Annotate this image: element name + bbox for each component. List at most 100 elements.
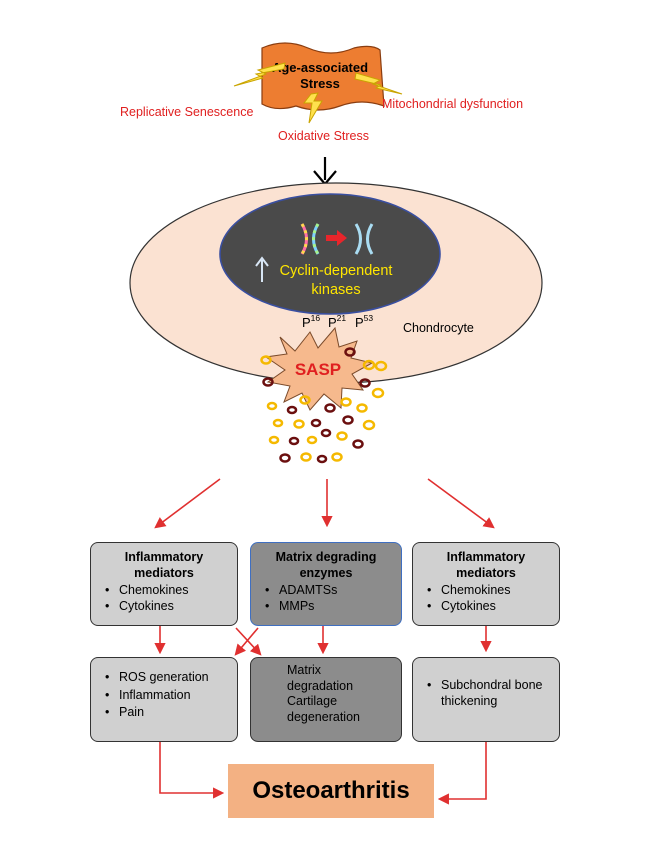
list-item: Chemokines — [103, 583, 229, 599]
box-title-line2: mediators — [134, 565, 194, 580]
particle-gold — [266, 401, 278, 411]
stress-to-cell-arrow — [313, 157, 337, 186]
marker-p53: P53 — [355, 313, 373, 330]
particle-dark — [324, 403, 336, 413]
box-title-line1: Inflammatory — [446, 550, 526, 564]
particle-gold — [371, 387, 385, 399]
box-list: Subchondral bone thickening — [421, 678, 551, 709]
cell-nucleus — [219, 193, 441, 315]
lightning-bolt-icon — [233, 62, 286, 87]
sasp-group: SASP — [264, 326, 374, 411]
sasp-label: SASP — [295, 360, 341, 379]
arrow-to-left — [154, 478, 221, 529]
box-list: Chemokines Cytokines — [99, 583, 229, 614]
marker-p53-base: P — [355, 315, 364, 330]
box-inflammatory-mediators-left: Inflammatory mediators Chemokines Cytoki… — [90, 542, 238, 626]
list-item: ROS generation — [103, 670, 229, 686]
arrow-left-to-outcome — [159, 742, 225, 799]
sasp-particles — [260, 347, 388, 464]
particle-gold — [340, 397, 352, 407]
particle-dark — [262, 377, 274, 387]
replication-arrow-icon — [326, 230, 347, 246]
box-inflammatory-mediators-right: Inflammatory mediators Chemokines Cytoki… — [412, 542, 560, 626]
particle-gold — [260, 355, 272, 365]
lightning-bolt-icon — [302, 92, 323, 124]
box-matrix-degradation: Matrix degradation Cartilage degeneratio… — [250, 657, 402, 742]
box-title-line2: mediators — [456, 565, 516, 580]
list-item: Pain — [103, 705, 229, 721]
text-line: degeneration — [287, 709, 360, 724]
marker-p16-sup: 16 — [311, 313, 321, 323]
particle-dark — [316, 454, 328, 464]
arrow-cross-to-left — [234, 627, 259, 656]
particle-gold — [293, 419, 305, 429]
particle-dark — [286, 405, 298, 415]
chromosome-icon — [354, 223, 374, 255]
particle-dark — [352, 439, 364, 449]
stress-group: Age-associated Stress Replicative Senesc… — [120, 42, 523, 143]
arrow-to-right — [427, 478, 495, 529]
arrow-right-to-outcome — [437, 742, 487, 805]
box-title-line1: Matrix degrading — [275, 550, 377, 564]
nucleus-text-line2: kinases — [311, 282, 360, 298]
particle-dark — [279, 453, 291, 463]
box-list: ROS generation Inflammation Pain — [99, 670, 229, 721]
box-subchondral-bone: Subchondral bone thickening — [412, 657, 560, 742]
particle-gold — [362, 359, 376, 371]
box-matrix-degrading-enzymes: Matrix degrading enzymes ADAMTSs MMPs — [250, 542, 402, 626]
sasp-starburst — [264, 326, 374, 411]
particle-dark — [310, 418, 322, 428]
particle-gold — [300, 452, 312, 462]
particle-gold — [306, 435, 318, 445]
particle-gold — [272, 418, 284, 428]
cause-mitochondrial-dysfunction: Mitochondrial dysfunction — [382, 97, 523, 111]
particle-gold — [331, 452, 343, 462]
box-ros-inflammation-pain: ROS generation Inflammation Pain — [90, 657, 238, 742]
up-arrow-icon — [255, 256, 269, 282]
cause-oxidative-stress: Oxidative Stress — [278, 129, 369, 143]
particle-gold — [362, 419, 376, 431]
list-item: MMPs — [263, 599, 393, 615]
particle-dark — [342, 415, 354, 425]
stress-title-line1: Age-associated — [272, 60, 368, 75]
particle-gold — [374, 360, 388, 372]
particle-gold — [356, 403, 368, 413]
marker-p16-base: P — [302, 315, 311, 330]
nucleus-text-line1: Cyclin-dependent — [280, 263, 393, 279]
particle-gold — [336, 431, 348, 441]
osteoarthritis-box: Osteoarthritis — [228, 764, 434, 818]
cause-replicative-senescence: Replicative Senescence — [120, 105, 253, 119]
particle-dark — [344, 347, 356, 357]
particle-gold — [268, 435, 280, 445]
chromosome-icon — [300, 223, 320, 255]
list-item: Subchondral bone thickening — [425, 678, 551, 709]
stress-banner — [261, 42, 385, 111]
list-item: Inflammation — [103, 688, 229, 704]
row-arrows — [154, 626, 492, 656]
marker-p53-sup: 53 — [364, 313, 374, 323]
stress-title-line2: Stress — [300, 76, 340, 91]
particle-dark — [288, 436, 300, 446]
lightning-bolt-icon — [354, 72, 403, 95]
fanout-arrows — [154, 478, 495, 529]
text-line: Cartilage — [287, 694, 338, 709]
box-title-line2: enzymes — [299, 565, 353, 580]
chondrocyte-cell: Cyclin-dependent kinases P16 P21 P53 Cho… — [129, 182, 543, 384]
marker-p21-sup: 21 — [337, 313, 347, 323]
particle-gold — [299, 395, 311, 405]
box-list: ADAMTSs MMPs — [259, 583, 393, 614]
list-item: Chemokines — [425, 583, 551, 599]
marker-p21-base: P — [328, 315, 337, 330]
list-item: Cytokines — [425, 599, 551, 615]
chondrocyte-label: Chondrocyte — [403, 321, 474, 335]
particle-dark — [359, 378, 371, 388]
box-list: Chemokines Cytokines — [421, 583, 551, 614]
box-title-line1: Inflammatory — [124, 550, 204, 564]
marker-p21: P21 — [328, 313, 346, 330]
text-line: degradation — [287, 678, 354, 693]
list-item: Cytokines — [103, 599, 229, 615]
list-item: ADAMTSs — [263, 583, 393, 599]
particle-dark — [320, 428, 332, 438]
